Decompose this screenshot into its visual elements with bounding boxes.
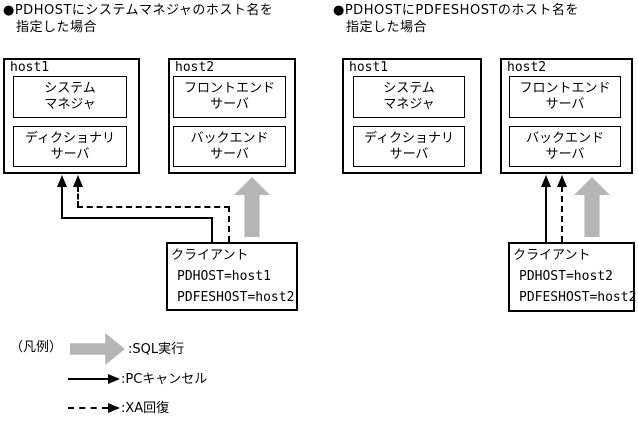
right-client-box: クライアント PDHOST=host2 PDFESHOST=host2 (508, 242, 637, 312)
left-xa-recovery-arrowhead-icon (73, 175, 83, 187)
server-box-line: ディクショナリ (363, 130, 455, 146)
right-front-end-server-box: フロントエンド サーバ (509, 76, 621, 118)
server-box-line: サーバ (210, 97, 249, 112)
server-box-line: バックエンド (525, 130, 604, 146)
legend-xa-recovery-arrowhead-icon (108, 403, 120, 413)
server-box-line: サーバ (210, 146, 249, 162)
right-dictionary-server-box: ディクショナリ サーバ (353, 126, 465, 167)
right-case-title-line2: 指定した場合 (346, 20, 428, 35)
client-env-pdhost: PDHOST=host1 (177, 269, 271, 284)
right-host1-box: host1 システム マネジャ ディクショナリ サーバ (342, 58, 482, 174)
left-pc-cancel-arrow-line (211, 217, 213, 242)
right-pc-cancel-arrowhead-icon (541, 175, 551, 187)
left-xa-recovery-arrow-line (77, 206, 230, 208)
right-host2-label: host2 (507, 60, 547, 75)
legend-xa-recovery-label: :XA回復 (121, 401, 170, 416)
right-host1-label: host1 (349, 60, 389, 75)
legend-label: （凡例） (10, 340, 63, 355)
server-box-line: ディクショナリ (24, 130, 116, 146)
left-client-box: クライアント PDHOST=host1 PDFESHOST=host2 (166, 242, 298, 311)
server-box-line: フロントエンド (183, 81, 275, 96)
legend-pc-cancel-arrowhead-icon (108, 374, 120, 384)
left-case-title-line2: 指定した場合 (16, 20, 98, 35)
left-case-title-line1: ●PDHOSTにシステムマネジャのホスト名を (3, 3, 274, 18)
right-xa-recovery-arrow-line (561, 186, 563, 242)
server-box-line: マネジャ (383, 97, 435, 112)
left-host1-box: host1 システム マネジャ ディクショナリ サーバ (3, 58, 140, 174)
left-pc-cancel-arrow-line (61, 186, 63, 219)
server-box-line: サーバ (50, 146, 90, 162)
client-env-pdhost: PDHOST=host2 (519, 269, 613, 284)
right-system-manager-box: システム マネジャ (353, 76, 465, 118)
left-pc-cancel-arrowhead-icon (57, 175, 67, 187)
legend-pc-cancel-arrow-line (68, 378, 108, 380)
left-front-end-server-box: フロントエンド サーバ (173, 76, 286, 118)
right-host2-box: host2 フロントエンド サーバ バックエンド サーバ (500, 58, 633, 174)
server-box-line: バックエンド (190, 130, 269, 146)
right-case-title-line1: ●PDHOSTにPDFESHOSTのホスト名を (333, 3, 579, 18)
right-xa-recovery-arrowhead-icon (557, 175, 567, 187)
server-box-line: サーバ (545, 97, 585, 112)
left-xa-recovery-arrow-line (228, 206, 230, 242)
left-dictionary-server-box: ディクショナリ サーバ (13, 126, 127, 167)
legend-pc-cancel-label: :PCキャンセル (121, 372, 208, 387)
server-box-line: システム (44, 81, 96, 96)
legend-sql-label: :SQL実行 (128, 342, 185, 357)
left-system-manager-box: システム マネジャ (13, 76, 127, 118)
server-box-line: サーバ (389, 146, 429, 162)
legend-sql-arrow-icon (70, 333, 125, 365)
left-pc-cancel-arrow-line (61, 217, 213, 219)
left-host2-box: host2 フロントエンド サーバ バックエンド サーバ (168, 58, 296, 174)
server-box-line: システム (383, 81, 435, 96)
server-box-line: マネジャ (44, 97, 96, 112)
right-sql-arrow-icon (574, 177, 610, 237)
client-env-pdfeshost: PDFESHOST=host2 (177, 290, 295, 305)
client-label: クライアント (513, 248, 591, 263)
server-box-line: フロントエンド (519, 81, 611, 96)
left-sql-arrow-icon (234, 177, 270, 237)
server-box-line: サーバ (545, 146, 585, 162)
left-back-end-server-box: バックエンド サーバ (173, 126, 286, 167)
right-pc-cancel-arrow-line (545, 186, 547, 242)
left-host1-label: host1 (10, 60, 50, 75)
left-host2-label: host2 (175, 60, 215, 75)
client-label: クライアント (171, 248, 249, 263)
right-back-end-server-box: バックエンド サーバ (509, 126, 621, 167)
client-env-pdfeshost: PDFESHOST=host2 (519, 290, 637, 305)
left-xa-recovery-arrow-line (77, 186, 79, 207)
legend-xa-recovery-arrow-line (68, 407, 108, 409)
